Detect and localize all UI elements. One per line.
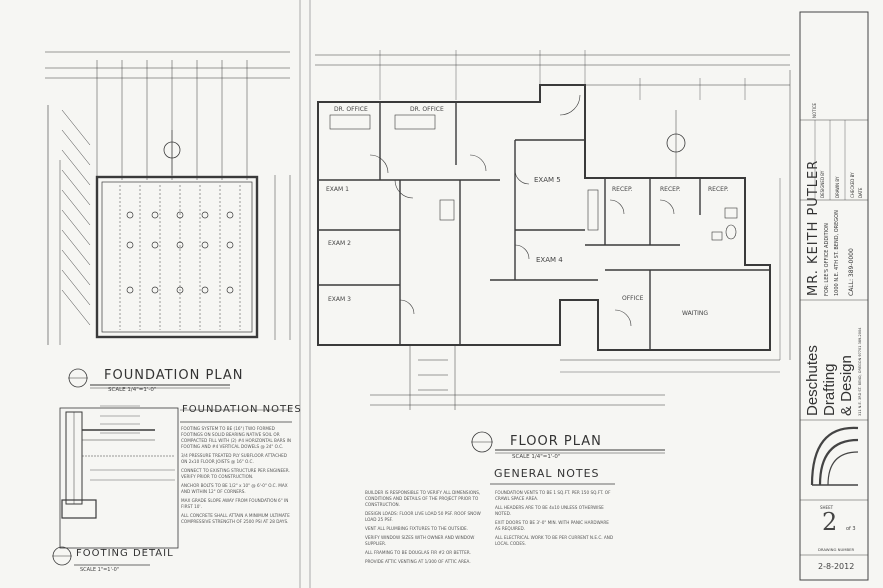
footing-detail-scale: SCALE 1"=1'-0" <box>80 567 120 573</box>
foundation-note: CONNECT TO EXISTING STRUCTURE PER ENGINE… <box>181 468 290 479</box>
room-label-office-1: DR. OFFICE <box>334 106 368 113</box>
drawing-number-label: DRAWING NUMBER <box>818 547 855 552</box>
sheet-of: of 3 <box>846 526 856 532</box>
footing-detail-title: FOOTING DETAIL <box>76 548 174 559</box>
floor-plan-title: FLOOR PLAN <box>510 434 602 449</box>
firm-address: 311 N.E. 3RD ST. BEND, OREGON 97701 389-… <box>858 327 862 416</box>
room-label-exam-5: EXAM 5 <box>534 176 561 184</box>
drawing-number: 2-8-2012 <box>818 562 855 571</box>
sheet-number: 2 <box>822 508 838 536</box>
firm-name-line-1: Deschutes <box>804 345 821 416</box>
titleblock-date-label: DATE <box>858 187 863 198</box>
foundation-plan-scale: SCALE 1/4"=1'-0" <box>108 387 157 393</box>
room-label-exam-3: EXAM 3 <box>328 296 351 303</box>
firm-name-line-2: Drafting <box>821 363 838 416</box>
foundation-note: FOOTING SYSTEM TO BE (16") TWO FORMED FO… <box>181 426 292 449</box>
foundation-note: 3/4 PRESSURE TREATED PLY SUBFLOOR ATTACH… <box>181 453 288 464</box>
floor-plan-scale: SCALE 1/4"=1'-0" <box>512 454 561 460</box>
floor-plan-drawing <box>315 50 791 485</box>
foundation-notes-title: FOUNDATION NOTES <box>182 404 302 415</box>
room-label-office-3: OFFICE <box>622 295 644 302</box>
general-note: ALL ELECTRICAL WORK TO BE PER CURRENT N.… <box>495 535 614 546</box>
room-label-waiting: WAITING <box>682 310 709 317</box>
project-line-4: CALL: 389-0000 <box>848 248 855 296</box>
foundation-note: ANCHOR BOLTS TO BE 1/2" x 10" @ 6'-0" O.… <box>181 483 288 494</box>
titleblock-checked-by-label: CHECKED BY <box>850 172 855 198</box>
foundation-notes-list: FOOTING SYSTEM TO BE (16") TWO FORMED FO… <box>181 426 293 528</box>
footing-detail-drawing <box>52 405 292 566</box>
room-label-recep-2: RECEP. <box>660 186 681 193</box>
general-note: FOUNDATION VENTS TO BE 1 SQ.FT. PER 150 … <box>495 490 611 501</box>
sheet-label: SHEET <box>820 505 834 510</box>
room-label-office-2: DR. OFFICE <box>410 106 444 113</box>
general-note: PROVIDE ATTIC VENTING AT 1/300 OF ATTIC … <box>365 559 471 564</box>
room-label-exam-4: EXAM 4 <box>536 256 563 264</box>
general-note: ALL FRAMING TO BE DOUGLAS FIR #2 OR BETT… <box>365 550 471 555</box>
general-notes-left: BUILDER IS RESPONSIBLE TO VERIFY ALL DIM… <box>365 490 485 568</box>
room-label-exam-1: EXAM 1 <box>326 186 349 193</box>
general-note: BUILDER IS RESPONSIBLE TO VERIFY ALL DIM… <box>365 490 481 507</box>
general-note: DESIGN LOADS: FLOOR LIVE LOAD 50 PSF. RO… <box>365 511 481 522</box>
general-note: VENT ALL PLUMBING FIXTURES TO THE OUTSID… <box>365 526 469 531</box>
titleblock-drawn-by-label: DRAWN BY <box>835 176 840 198</box>
foundation-note: ALL CONCRETE SHALL ATTAIN A MINIMUM ULTI… <box>181 513 290 524</box>
foundation-plan-title: FOUNDATION PLAN <box>104 368 244 383</box>
project-line-3: 1000 N.E. 4TH ST. BEND, OREGON <box>834 210 840 296</box>
foundation-plan-drawing <box>45 51 291 389</box>
room-label-recep-1: RECEP. <box>612 186 633 193</box>
foundation-note: MAX GRADE SLOPE AWAY FROM FOUNDATION 6" … <box>181 498 289 509</box>
general-notes-title: GENERAL NOTES <box>494 467 600 480</box>
general-note: ALL HEADERS ARE TO BE 4x10 UNLESS OTHERW… <box>495 505 604 516</box>
room-label-recep-3: RECEP. <box>708 186 729 193</box>
project-name: MR. KEITH PUTLER <box>806 159 821 296</box>
general-notes-right: FOUNDATION VENTS TO BE 1 SQ.FT. PER 150 … <box>495 490 615 550</box>
project-line-2: FOR: LEE'S OFFICE ADDITION <box>824 223 830 296</box>
general-note: EXIT DOORS TO BE 3'-0" MIN. WITH PANIC H… <box>495 520 609 531</box>
titleblock-notice-label: NOTICE <box>812 102 817 118</box>
title-block-frame <box>799 11 869 581</box>
room-label-exam-2: EXAM 2 <box>328 240 351 247</box>
general-note: VERIFY WINDOW SIZES WITH OWNER AND WINDO… <box>365 535 475 546</box>
firm-name-line-3: & Design <box>838 355 855 416</box>
